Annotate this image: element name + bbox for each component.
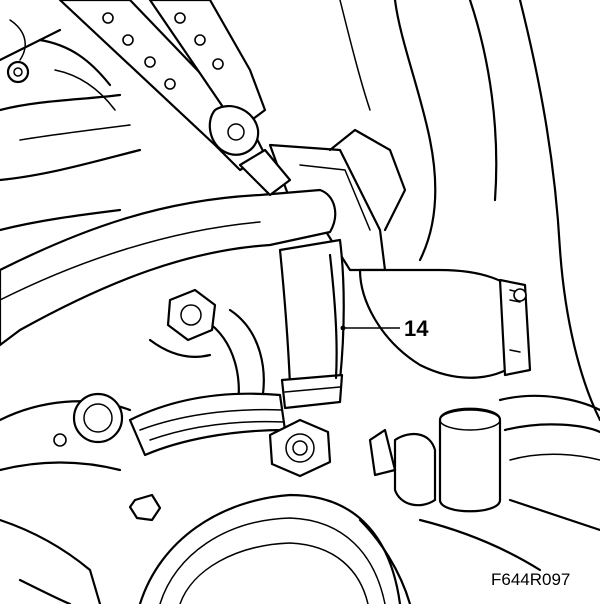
hex-bolt-upper: [148, 288, 217, 358]
engine-block-left: [0, 19, 142, 232]
callout-point: [340, 325, 346, 331]
pulley: [138, 493, 402, 604]
coolant-hose: [358, 268, 532, 379]
pump-housing: [0, 392, 162, 604]
callout-14: 14: [340, 316, 429, 341]
upper-hose: [339, 0, 600, 422]
callout-number: 14: [404, 316, 429, 341]
figure-id: F644R097: [491, 570, 570, 589]
main-pipe: [0, 188, 337, 347]
hose-clamp-pliers: [58, 0, 292, 197]
vent-hose: [278, 238, 345, 410]
right-lower-components: [358, 394, 600, 604]
lower-left-hoses: [128, 308, 287, 457]
hex-nut: [268, 418, 332, 478]
